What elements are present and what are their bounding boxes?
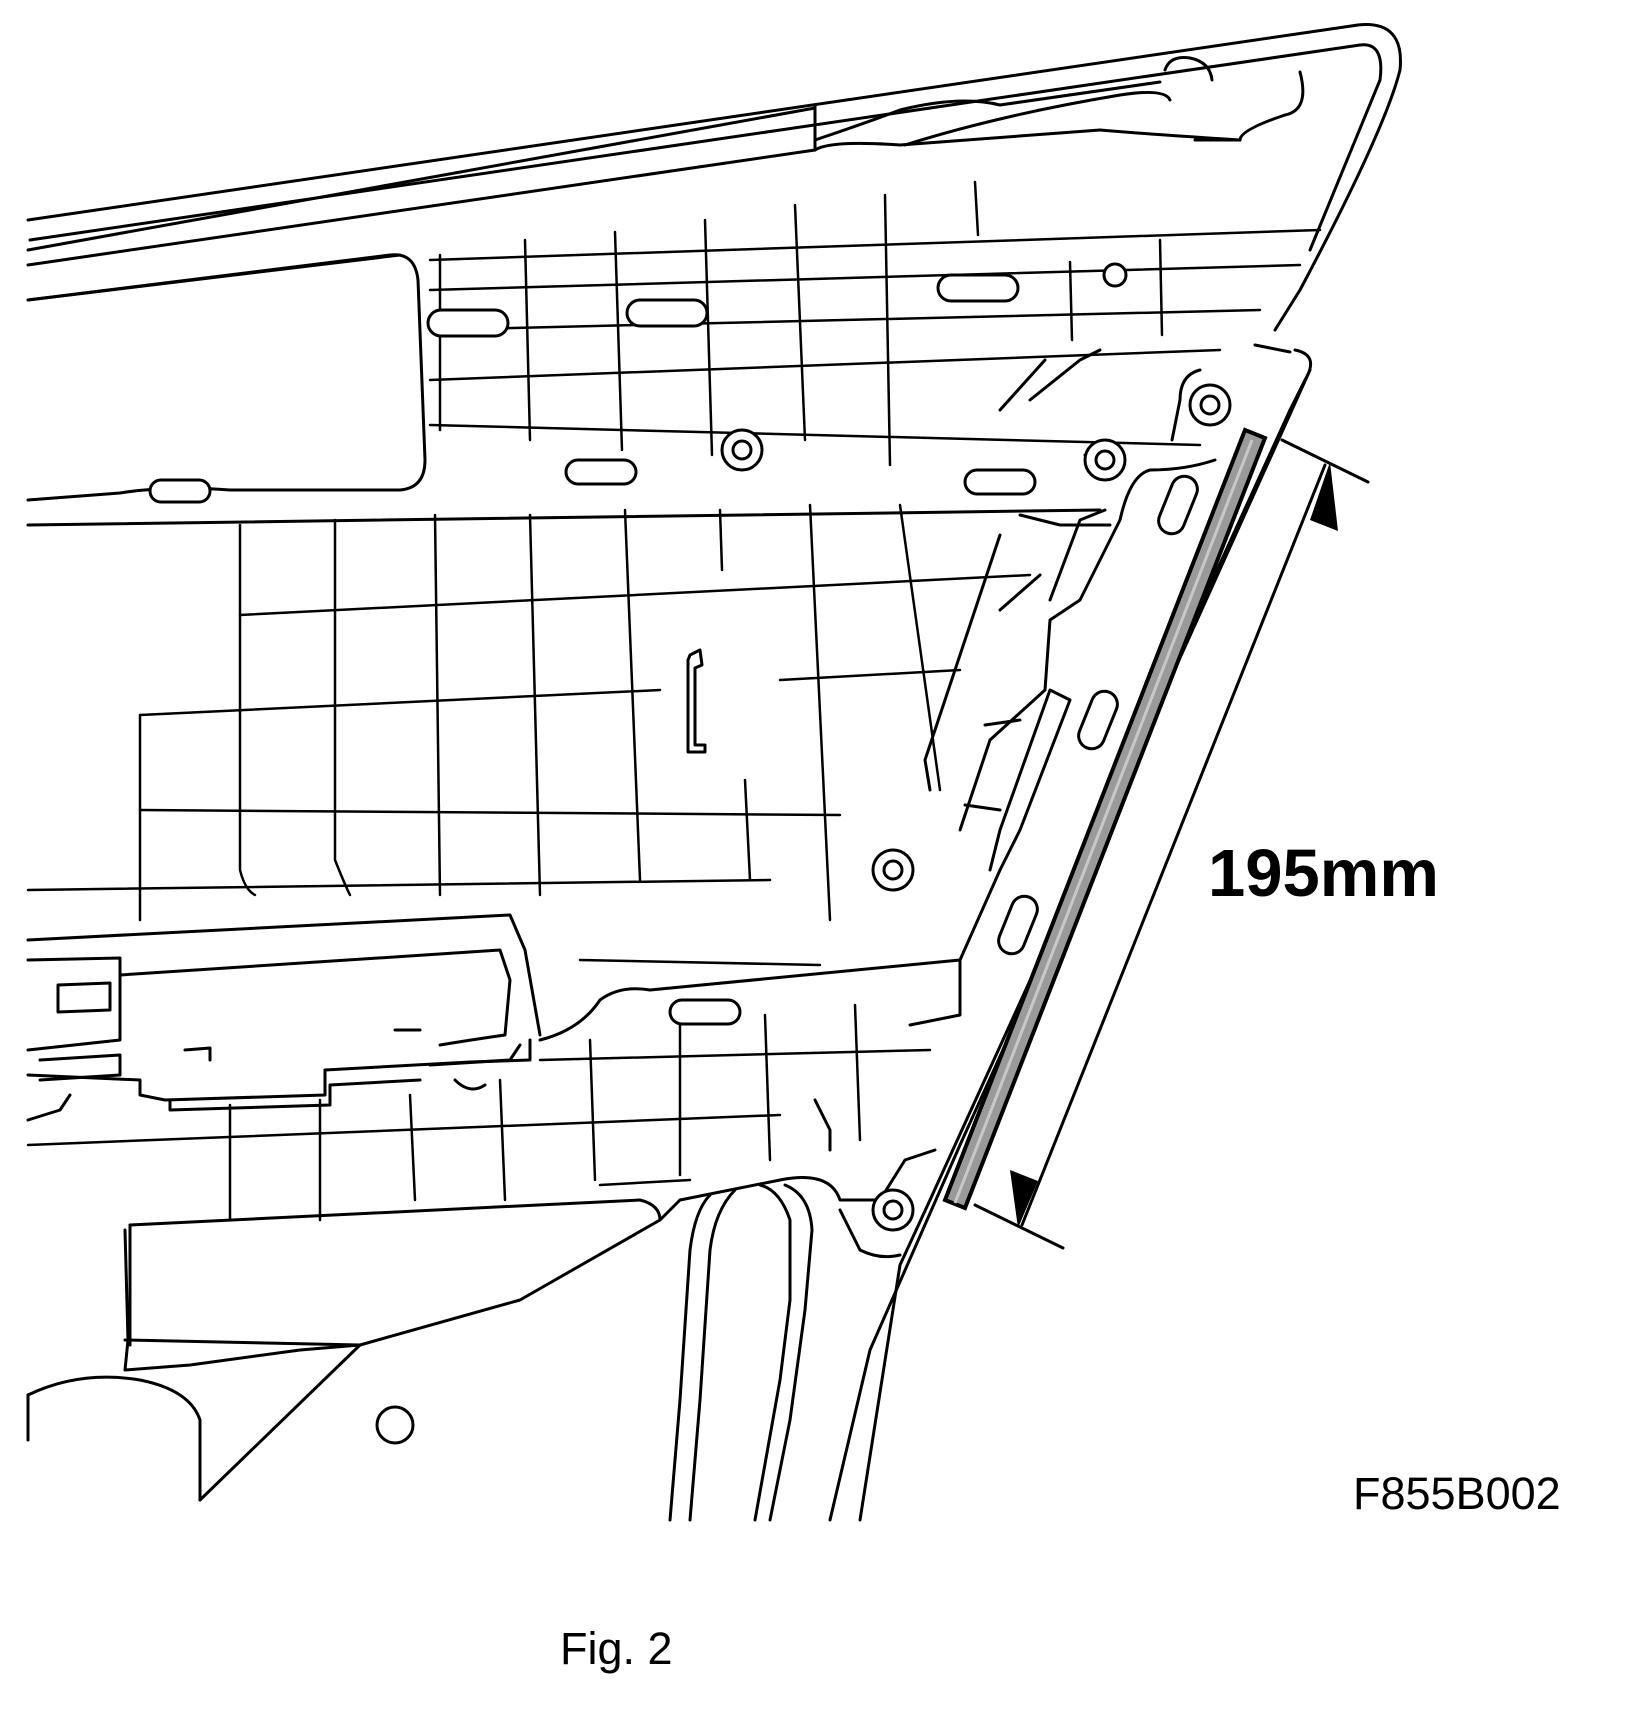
dimension-label: 195mm [1208,836,1439,911]
lower-pocket [26,1098,937,1522]
dimension-line [973,438,1370,1250]
figure-caption: Fig. 2 [560,1623,673,1674]
seal-strip [942,427,1268,1211]
bolts [375,262,1232,1445]
header-rail [26,56,1305,302]
door-frame [26,23,1402,1522]
lower-mechanism [26,913,962,1122]
arrow-head-top [1310,462,1338,531]
panel-grid [26,180,1322,1222]
arrow-head-bottom [1010,1170,1038,1228]
drawing-code: F855B002 [1353,1468,1561,1519]
slots [148,273,1199,1026]
